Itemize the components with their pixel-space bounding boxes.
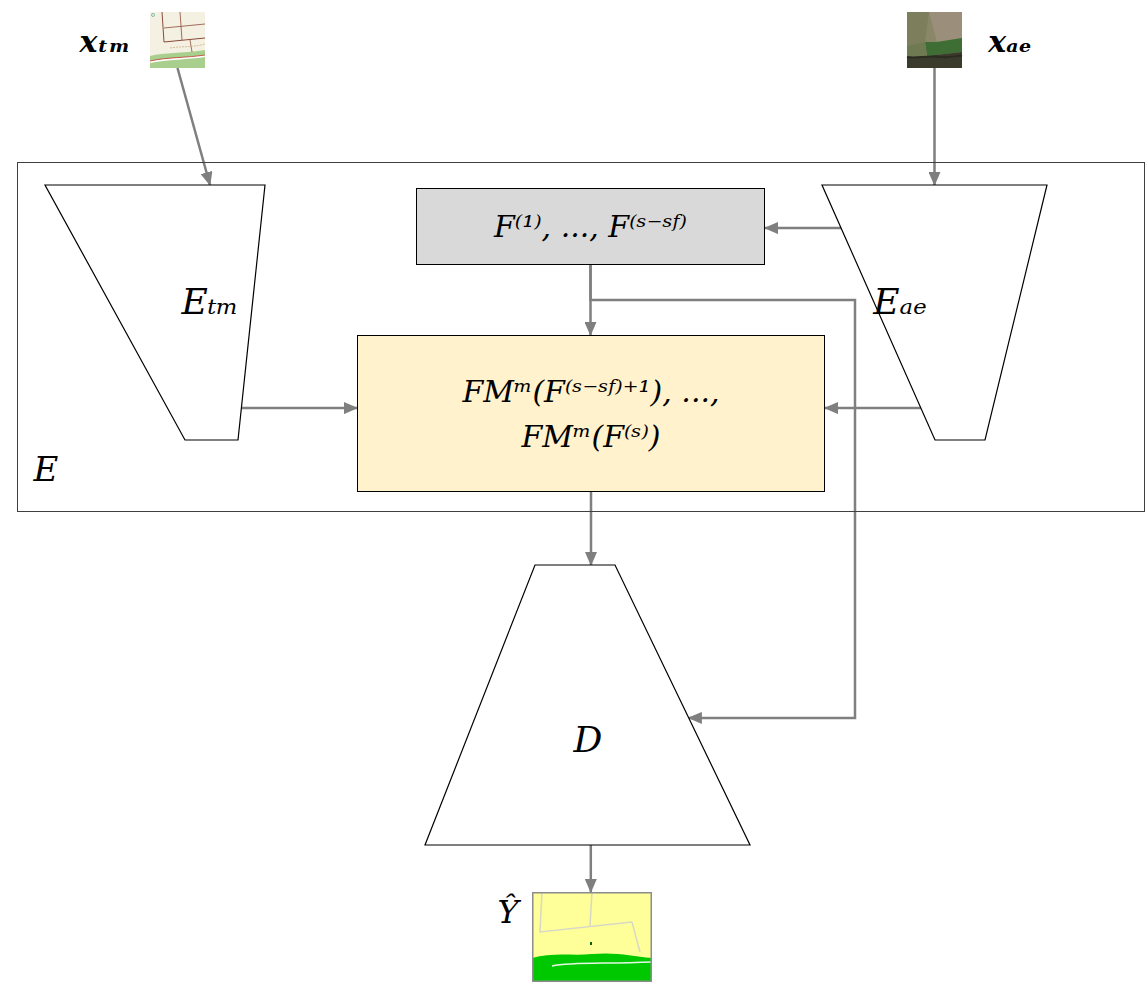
node-label: F⁽¹⁾, ..., F⁽ˢ⁻ˢᶠ⁾ <box>494 209 687 245</box>
node-label: D <box>574 718 603 761</box>
node-label: Eₐₑ <box>873 280 927 323</box>
arrow-connector <box>242 407 358 410</box>
feature-box: F⁽¹⁾, ..., F⁽ˢ⁻ˢᶠ⁾ <box>416 188 765 265</box>
node-label: Eₜₘ <box>181 280 238 323</box>
arrow-connector <box>825 407 921 410</box>
trapezoid-outline <box>425 565 750 845</box>
segmentation-tile <box>532 892 652 982</box>
encoder-trapezoid: Eₜₘ <box>45 185 265 440</box>
decoder-trapezoid: D <box>425 565 750 845</box>
node-label: Ŷ <box>497 893 518 931</box>
fusion-box: FMᵐ(F⁽ˢ⁻ˢᶠ⁾⁺¹), ..., FMᵐ(F⁽ˢ⁾) <box>357 335 825 492</box>
aerial-tile <box>907 12 962 68</box>
arrow-connector <box>765 227 841 230</box>
node-label: E <box>34 449 59 490</box>
trapezoid-outline <box>822 185 1047 440</box>
input-map: xₜₘ <box>150 12 205 68</box>
arrow-connector <box>590 492 593 565</box>
output-map: Ŷ <box>532 892 652 982</box>
node-label: FMᵐ(F⁽ˢ⁻ˢᶠ⁾⁺¹), ..., FMᵐ(F⁽ˢ⁾) <box>456 369 726 459</box>
map-tile <box>150 12 205 68</box>
node-label: xₜₘ <box>80 24 131 60</box>
arrow-connector <box>933 68 936 185</box>
arrow-connector <box>178 68 211 185</box>
encoder-frame: E Eₜₘ F⁽¹⁾, ..., F⁽ˢ⁻ˢᶠ⁾ EₐₑFMᵐ(F⁽ˢ⁻ˢᶠ⁾⁺¹),… <box>17 162 1145 512</box>
arrow-connector <box>590 845 593 892</box>
encoder-trapezoid: Eₐₑ <box>822 185 1047 440</box>
input-aerial: xₐₑ <box>907 12 962 68</box>
node-label: xₐₑ <box>988 24 1031 60</box>
